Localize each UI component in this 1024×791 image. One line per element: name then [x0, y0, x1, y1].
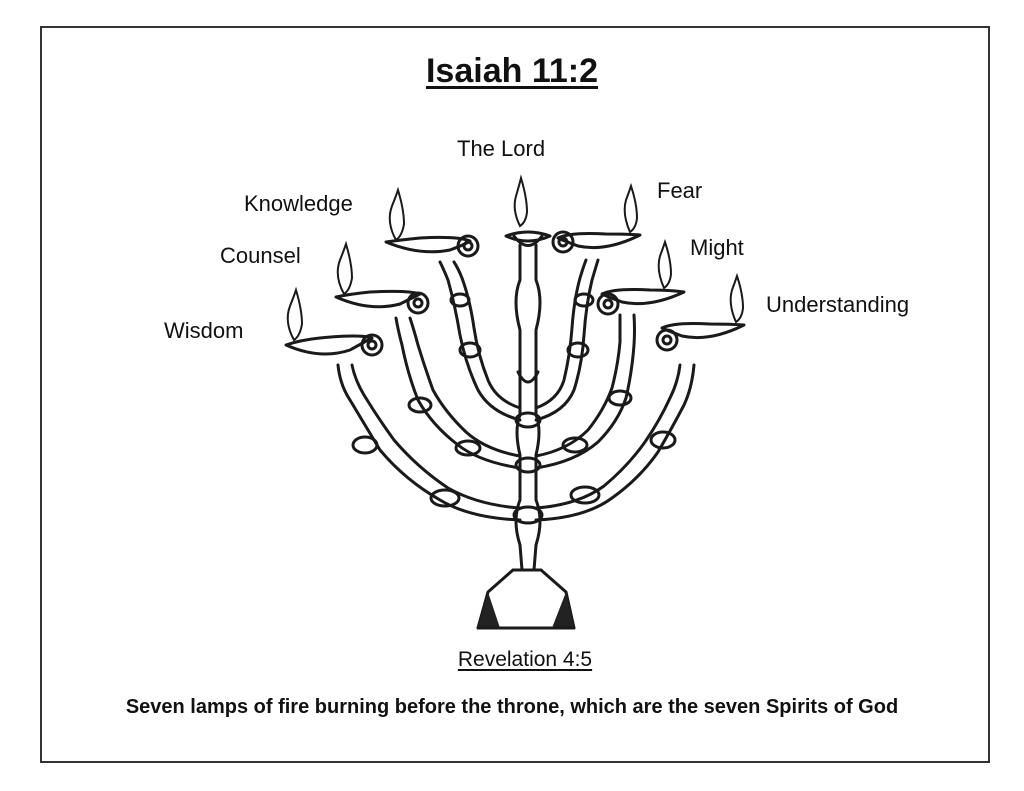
flame-fear-icon [623, 182, 639, 234]
label-wisdom: Wisdom [164, 318, 244, 343]
lamp-bowl-knowledge [384, 234, 480, 258]
menorah-branch-understanding [534, 363, 696, 522]
label-fear: Fear [657, 178, 703, 203]
lamp-bowl-might [596, 288, 686, 316]
lamp-bowl-counsel [334, 289, 430, 315]
label-understanding: Understanding [766, 292, 910, 317]
menorah-center-stem [514, 243, 542, 572]
slide-title: Isaiah 11:2 [425, 52, 598, 90]
menorah-branch-might [534, 313, 636, 470]
label-the-lord: The Lord [457, 136, 546, 161]
flame-the-lord-icon [513, 174, 529, 228]
lamp-bowl-wisdom [284, 333, 384, 357]
lamp-bowl-understanding [655, 322, 746, 352]
flame-counsel-icon [336, 240, 354, 296]
menorah-branch-wisdom [336, 363, 522, 522]
scripture-caption: Seven lamps of fire burning before the t… [125, 696, 899, 718]
label-might: Might [690, 235, 744, 260]
flame-might-icon [657, 238, 673, 290]
menorah-branch-fear [534, 258, 600, 422]
lamp-bowl-the-lord [504, 230, 552, 247]
flame-understanding-icon [729, 272, 745, 324]
label-knowledge: Knowledge [244, 191, 353, 216]
scripture-reference: Revelation 4:5 [457, 648, 593, 671]
flame-wisdom-icon [286, 286, 304, 342]
label-counsel: Counsel [220, 243, 301, 268]
slide-frame [40, 26, 990, 763]
menorah-branch-knowledge [438, 260, 522, 422]
menorah-branch-counsel [394, 316, 522, 470]
flame-knowledge-icon [388, 186, 406, 242]
lamp-bowl-fear [551, 230, 642, 254]
